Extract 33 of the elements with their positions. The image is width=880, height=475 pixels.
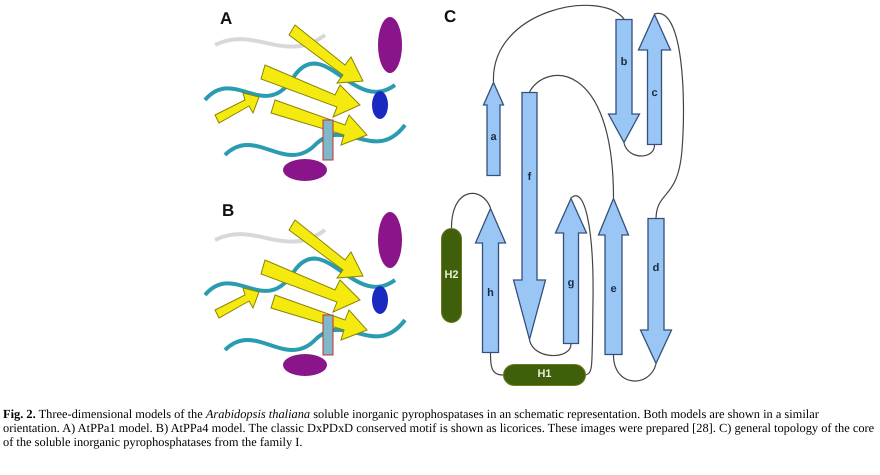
beta-strand (555, 198, 587, 344)
helix-cylinder (441, 228, 462, 323)
loop-line (528, 340, 572, 356)
loop-line (529, 74, 614, 198)
strand-label: c (650, 86, 659, 99)
strand-label: f (526, 170, 532, 183)
loop-line (570, 195, 594, 376)
beta-strand (513, 92, 546, 340)
loop-line (654, 13, 684, 218)
loop-line (492, 4, 624, 82)
helix-label: H2 (443, 268, 460, 280)
beta-strand (640, 218, 672, 364)
panel-letter: C (444, 8, 456, 26)
strand-label: h (486, 286, 495, 298)
helix-cylinder (503, 364, 586, 386)
loop-line (612, 354, 657, 382)
beta-strand (638, 14, 671, 145)
strand-label: g (566, 276, 576, 289)
beta-strand (608, 19, 640, 143)
loop-line (450, 192, 492, 228)
beta-strand (483, 82, 504, 176)
beta-strand (475, 208, 506, 353)
strand-label: d (652, 262, 660, 274)
loop-line (623, 142, 656, 157)
figure-caption: Fig. 2. Three-dimensional models of the Arabidopsis thaliana soluble inorganic pyrophospatases in an schematic representation. Both models are shown in a similar orientation. A) AtPPa1 model. B) AtPPa4 model. The classic DxPDxD conserved motif is shown as licorices. These images were prepared [28]. C) general topology of the core of the soluble inorganic pyrophosphatases from the family I. (3, 407, 876, 449)
panel-letter: B (222, 202, 234, 220)
strand-label: a (489, 130, 498, 143)
beta-strand (598, 198, 629, 355)
helix-label: H1 (536, 368, 553, 380)
strand-label: b (620, 56, 628, 68)
loop-line (490, 353, 504, 376)
panel-letter: A (220, 10, 232, 28)
strand-label: e (609, 283, 618, 295)
